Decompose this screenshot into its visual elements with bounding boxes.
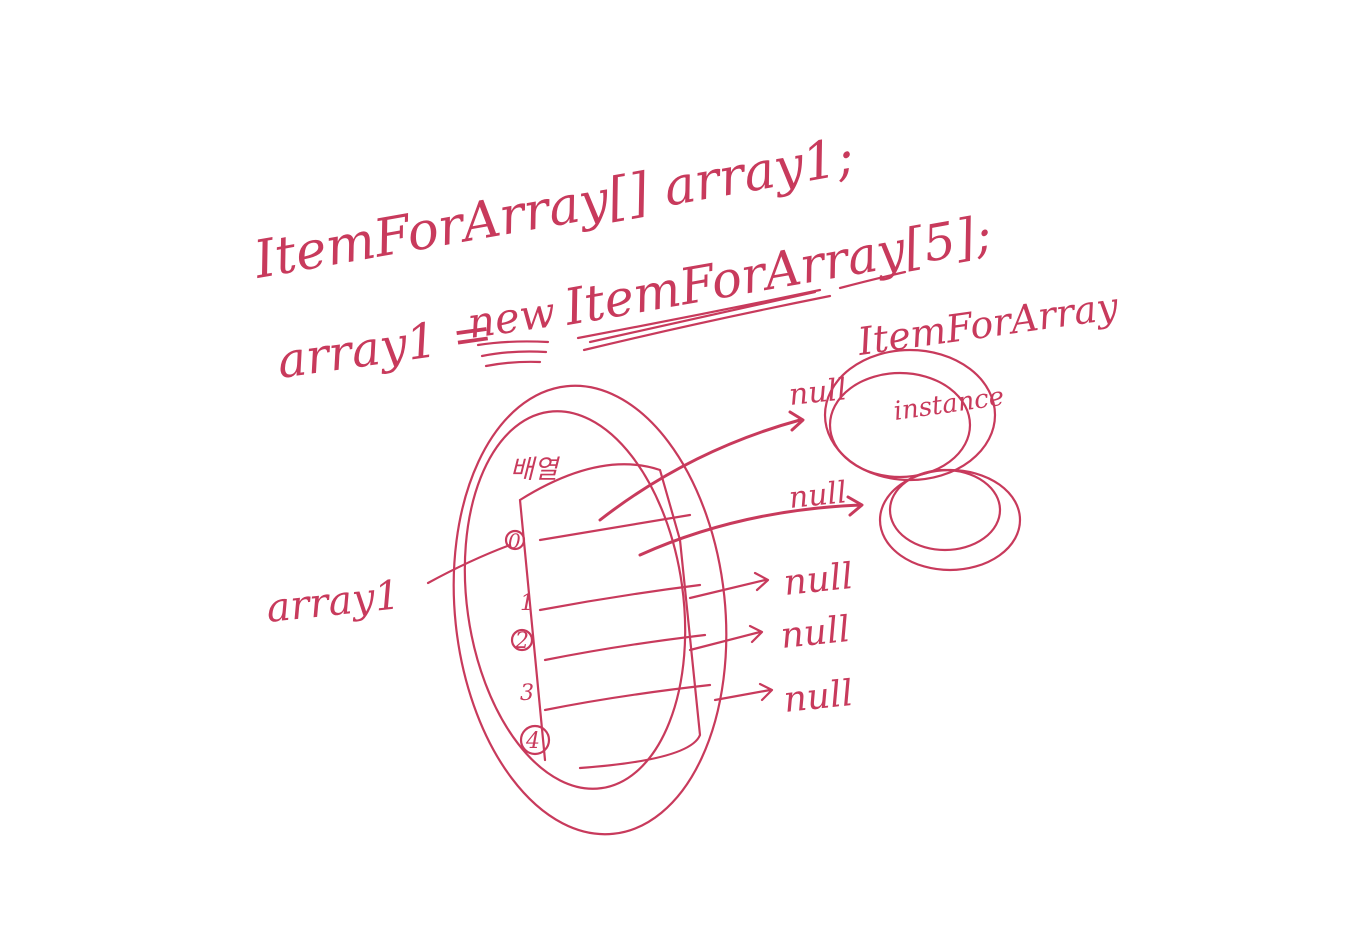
slot-index-3: 3: [520, 681, 534, 706]
null-arrow-2: [688, 571, 770, 600]
heap-ellipse-inner: [463, 410, 687, 790]
null-label-0: null: [787, 372, 848, 413]
null-label-2: null: [782, 556, 855, 604]
new-underline: [476, 340, 550, 368]
instance-type-label: ItemForArray: [854, 284, 1121, 364]
null-arrow-4: [713, 682, 774, 702]
null-label-3: null: [779, 609, 852, 657]
array-block: [518, 463, 702, 770]
slot-4-marker: [519, 724, 551, 756]
slot-index-1: 1: [520, 591, 534, 616]
instance-circle-0-inner: [828, 371, 972, 479]
instance-arrow-1: [638, 495, 864, 557]
null-arrow-3: [688, 624, 764, 652]
array-var-label: array1: [264, 572, 402, 632]
slot-index-2: 2: [514, 629, 529, 654]
type-underline: [576, 270, 907, 352]
slot-index-4: 4: [525, 729, 540, 754]
assignment-lhs: array1 =: [274, 304, 496, 390]
slot-index-0: 0: [508, 529, 521, 553]
null-label-4: null: [782, 673, 855, 721]
slot-line-0: [538, 513, 692, 542]
assignment-new: new: [465, 287, 559, 348]
slot-line-1: [538, 583, 702, 612]
null-label-1: null: [787, 475, 848, 516]
instance-arrow-0: [598, 410, 805, 522]
instance-circle-1-inner: [888, 468, 1002, 552]
var-arrow: [426, 543, 512, 585]
instance-word-label: instance: [892, 382, 1006, 427]
block-header-label: 배열: [510, 455, 560, 485]
slot-2-marker: [510, 628, 534, 652]
heap-ellipse: [452, 384, 728, 836]
slot-0-marker: [504, 529, 526, 551]
slot-line-2: [543, 633, 707, 662]
slot-line-3: [543, 683, 712, 712]
